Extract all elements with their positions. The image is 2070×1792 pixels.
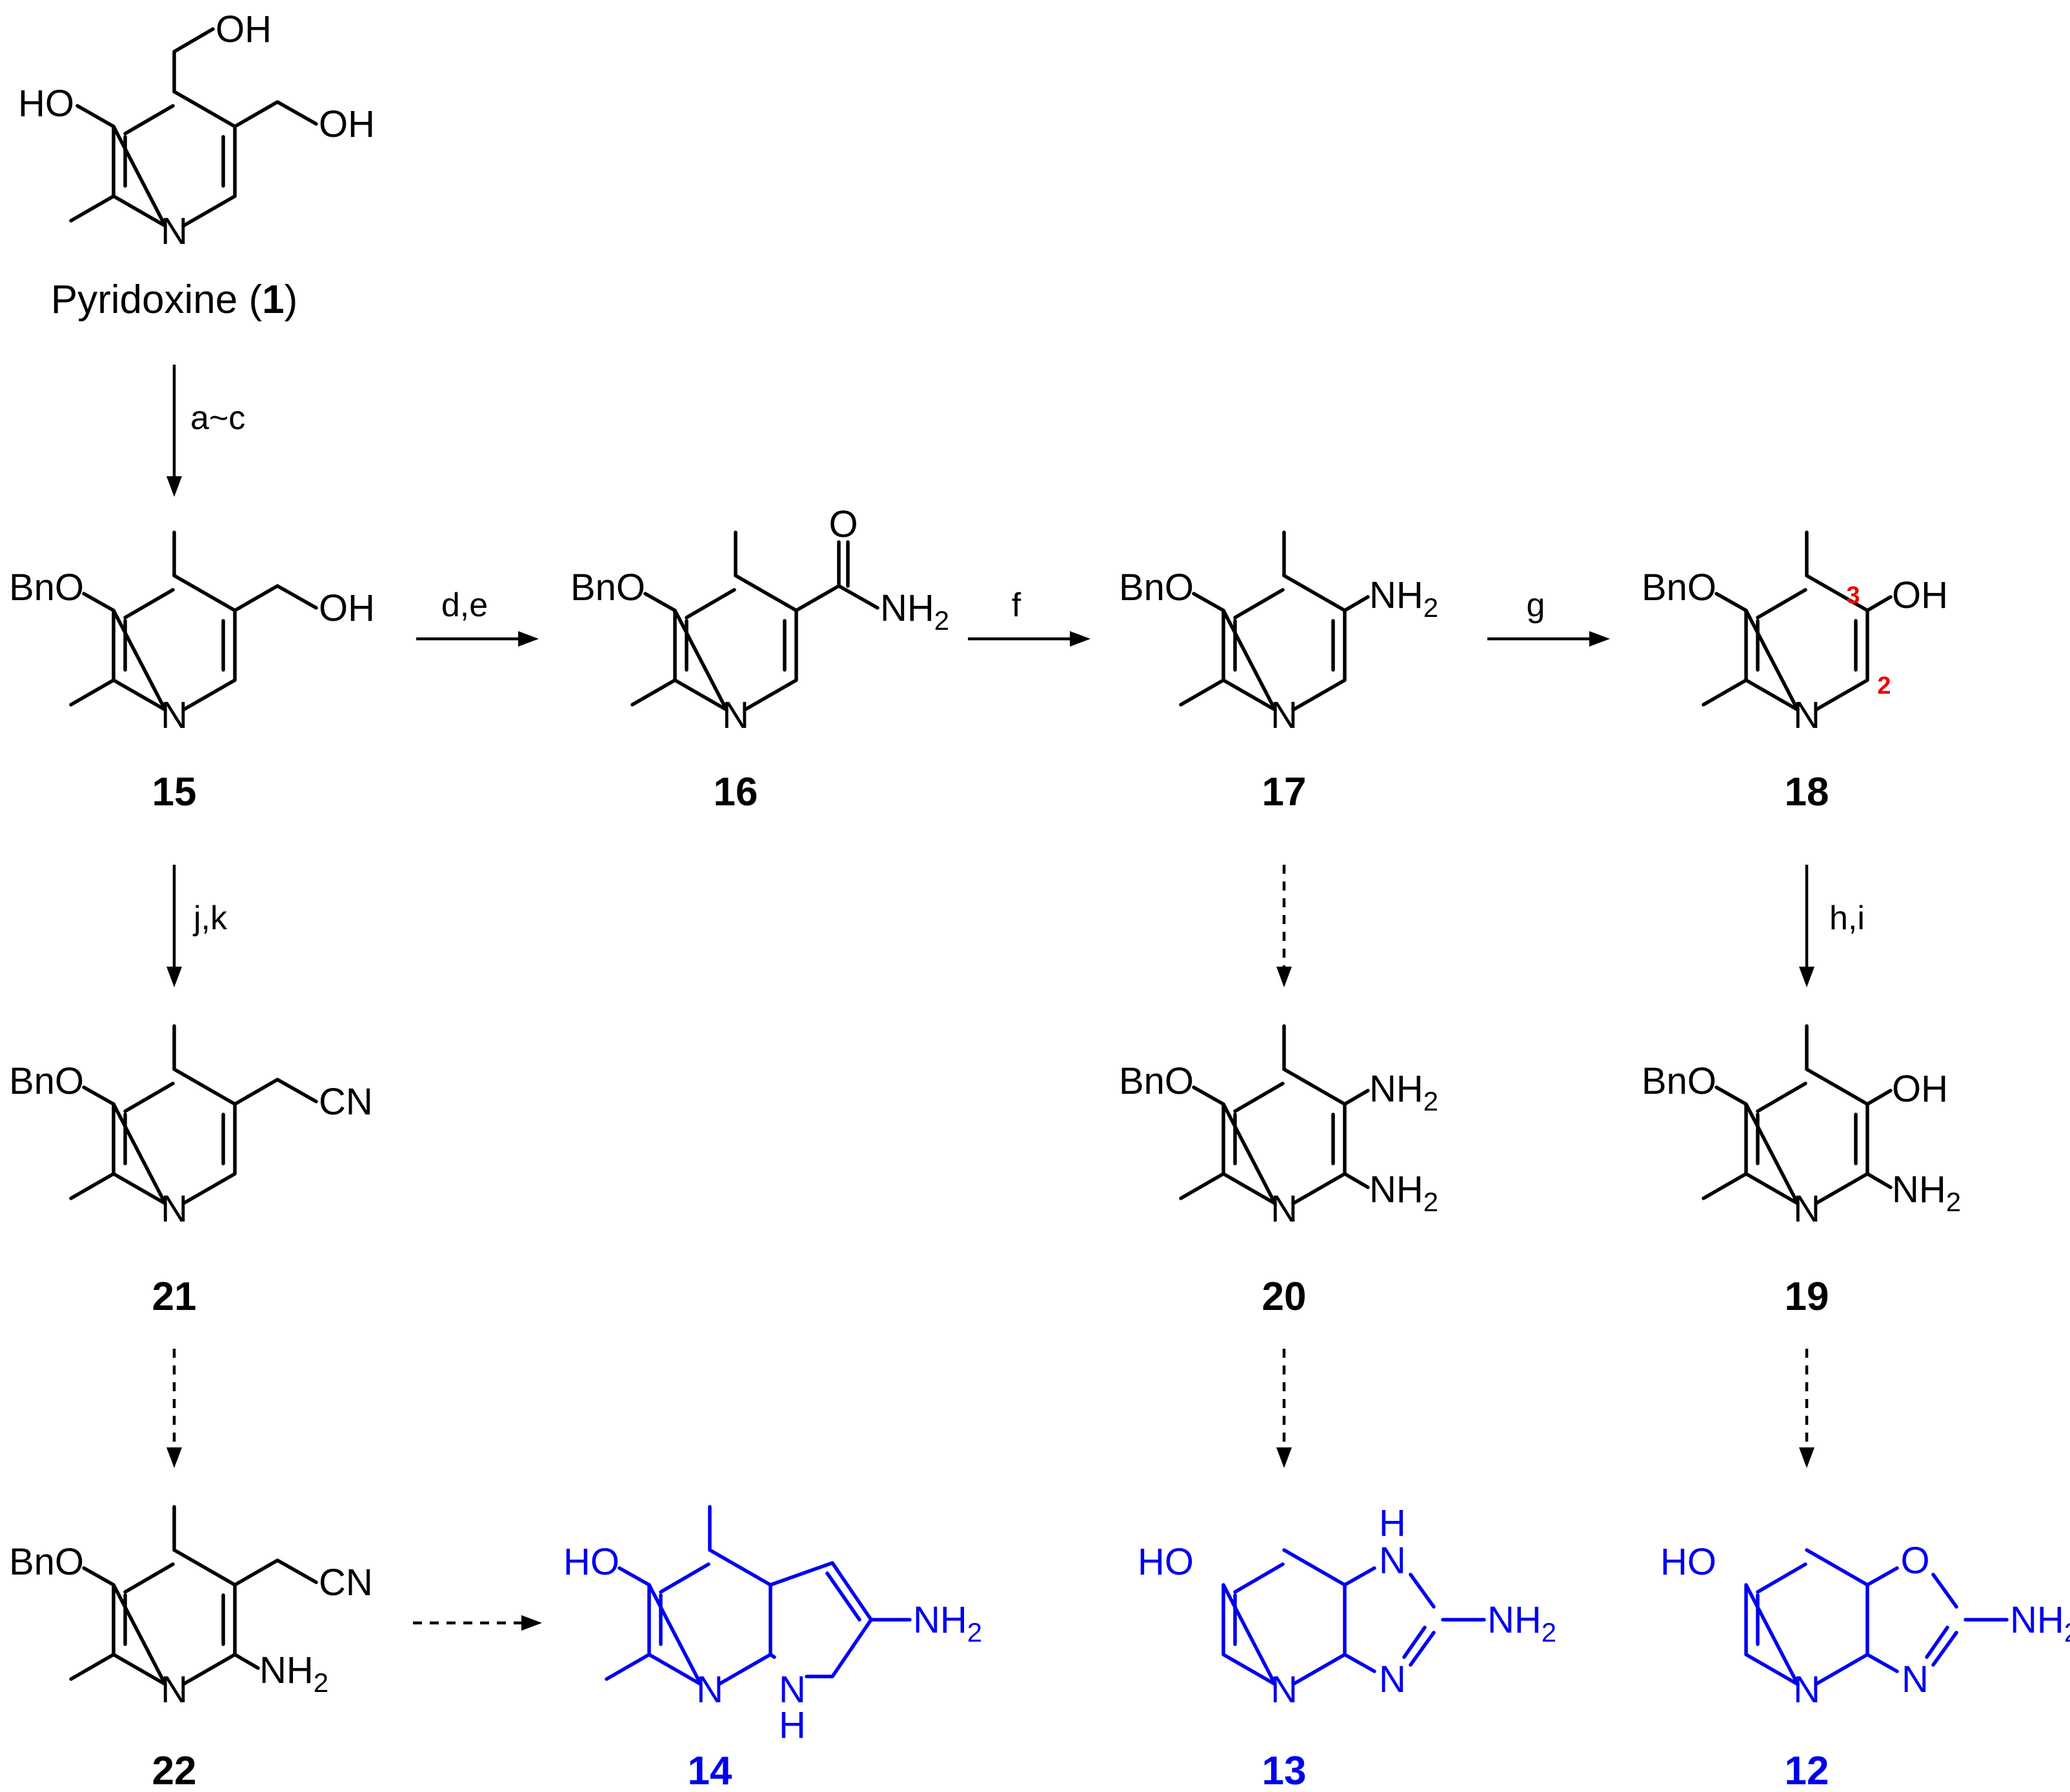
compound-16-number: 16 [714, 770, 758, 814]
ring-nitrogen-label: N [1793, 694, 1820, 736]
ring-nitrogen-label: N [1271, 694, 1298, 736]
benzyloxy-label: BnO [9, 1541, 84, 1583]
dashed-arrow-17-20 [1276, 865, 1292, 987]
amine-nh2-label: NH2 [2010, 1599, 2070, 1647]
compound-1-name: Pyridoxine ( [51, 277, 263, 322]
position-2-label: 2 [1877, 672, 1891, 700]
dashed-arrow-21-22 [166, 1349, 182, 1468]
compound-1-number: 1 [262, 277, 284, 322]
hydroxyl-label: HO [1138, 1541, 1194, 1583]
compound-1-close: ) [285, 277, 298, 322]
position-3-label: 3 [1846, 582, 1860, 609]
compound-16: N O NH2 BnO [570, 503, 949, 736]
amine-nh2-label: NH2 [1892, 1169, 1961, 1217]
ring-nitrogen-label: N [161, 694, 188, 736]
benzyloxy-label: BnO [9, 1060, 84, 1102]
amine-nh2-label: NH2 [1487, 1599, 1556, 1647]
benzyloxy-label: BnO [1119, 567, 1194, 609]
arrow-g: g [1487, 587, 1610, 647]
benzyloxy-label: BnO [570, 567, 645, 609]
hydroxyl-label: OH [319, 587, 375, 629]
hydroxyl-label: OH [1892, 574, 1948, 616]
compound-20-number: 20 [1262, 1274, 1307, 1319]
condition-j-k: j,k [192, 900, 228, 937]
condition-a-c: a~c [190, 399, 245, 437]
compound-14: N N H NH2 HO [563, 1505, 982, 1746]
hydroxyl-label: HO [1660, 1541, 1716, 1583]
ring-nitrogen-label: N [161, 1188, 188, 1230]
arrow-j-k: j,k [166, 865, 228, 987]
arrow-a-c: a~c [166, 365, 245, 497]
compound-22: N CN NH2 BnO [9, 1505, 373, 1711]
compound-21-number: 21 [152, 1274, 197, 1319]
hydroxyl-label: OH [1892, 1068, 1948, 1110]
compound-18: N OH 3 2 BnO [1642, 530, 1948, 736]
arrow-h-i: h,i [1799, 865, 1865, 987]
compound-19-number: 19 [1785, 1274, 1829, 1319]
ring-nitrogen-label: N [161, 210, 188, 252]
condition-g: g [1527, 587, 1545, 624]
compound-12-number: 12 [1785, 1749, 1829, 1792]
benzyloxy-label: BnO [1642, 567, 1716, 609]
imidazole-nitrogen-label: N [1379, 1540, 1406, 1582]
imidazole-nitrogen-label: N [1379, 1658, 1406, 1700]
benzyloxy-label: BnO [1119, 1060, 1194, 1102]
ring-nitrogen-label: N [1793, 1669, 1820, 1711]
pyrrole-nitrogen-label: N [779, 1669, 806, 1711]
amine-nh2-label: NH2 [1369, 1169, 1438, 1217]
benzyloxy-label: BnO [9, 567, 84, 609]
compound-19: N OH NH2 BnO [1642, 1024, 1961, 1230]
amine-nh2-label: NH2 [913, 1599, 982, 1647]
compound-1-pyridoxine: N OH OH HO [18, 8, 375, 252]
compound-14-number: 14 [688, 1749, 732, 1792]
compound-17-number: 17 [1262, 770, 1307, 814]
amine-nh2-label: NH2 [1369, 574, 1438, 623]
hydroxyl-label: OH [319, 103, 375, 145]
amide-nh2-label: NH2 [880, 587, 949, 636]
compound-13: N N H N NH2 HO [1138, 1502, 1556, 1711]
dashed-arrow-20-13 [1276, 1349, 1292, 1468]
ring-nitrogen-label: N [1271, 1669, 1298, 1711]
arrow-f: f [968, 587, 1090, 647]
hydroxyl-label: HO [18, 83, 74, 125]
ring-nitrogen-label: N [1271, 1188, 1298, 1230]
ring-nitrogen-label: N [1793, 1188, 1820, 1230]
nitrile-label: CN [319, 1081, 373, 1123]
arrow-d-e: d,e [416, 587, 539, 647]
compound-18-number: 18 [1785, 770, 1829, 814]
dashed-arrow-22-14 [413, 1615, 542, 1631]
ring-nitrogen-label: N [696, 1669, 723, 1711]
compound-22-number: 22 [152, 1749, 197, 1792]
pyrrole-hydrogen-label: H [779, 1704, 806, 1746]
condition-h-i: h,i [1829, 900, 1865, 937]
compound-12: N O N NH2 HO [1660, 1540, 2070, 1711]
amine-nh2-label: NH2 [259, 1649, 328, 1698]
hydroxyl-label: HO [563, 1541, 619, 1583]
nitrile-label: CN [319, 1562, 373, 1604]
oxazole-oxygen-label: O [1900, 1540, 1929, 1582]
compound-15: N OH BnO [9, 530, 375, 736]
compound-1-caption: Pyridoxine (1) [51, 277, 298, 322]
condition-d-e: d,e [441, 587, 488, 624]
oxazole-nitrogen-label: N [1902, 1658, 1929, 1700]
hydroxyl-label: OH [216, 8, 272, 50]
compound-13-number: 13 [1262, 1749, 1307, 1792]
amine-nh2-label: NH2 [1369, 1068, 1438, 1116]
condition-f: f [1012, 587, 1021, 624]
imidazole-hydrogen-label: H [1379, 1502, 1406, 1544]
ring-nitrogen-label: N [161, 1669, 188, 1711]
compound-21: N CN BnO [9, 1024, 373, 1230]
dashed-arrow-19-12 [1799, 1349, 1814, 1468]
compound-15-number: 15 [152, 770, 197, 814]
compound-17: N NH2 BnO [1119, 530, 1438, 736]
ring-nitrogen-label: N [722, 694, 749, 736]
benzyloxy-label: BnO [1642, 1060, 1716, 1102]
compound-20: N NH2 NH2 BnO [1119, 1024, 1438, 1230]
carbonyl-oxygen-label: O [829, 503, 858, 545]
